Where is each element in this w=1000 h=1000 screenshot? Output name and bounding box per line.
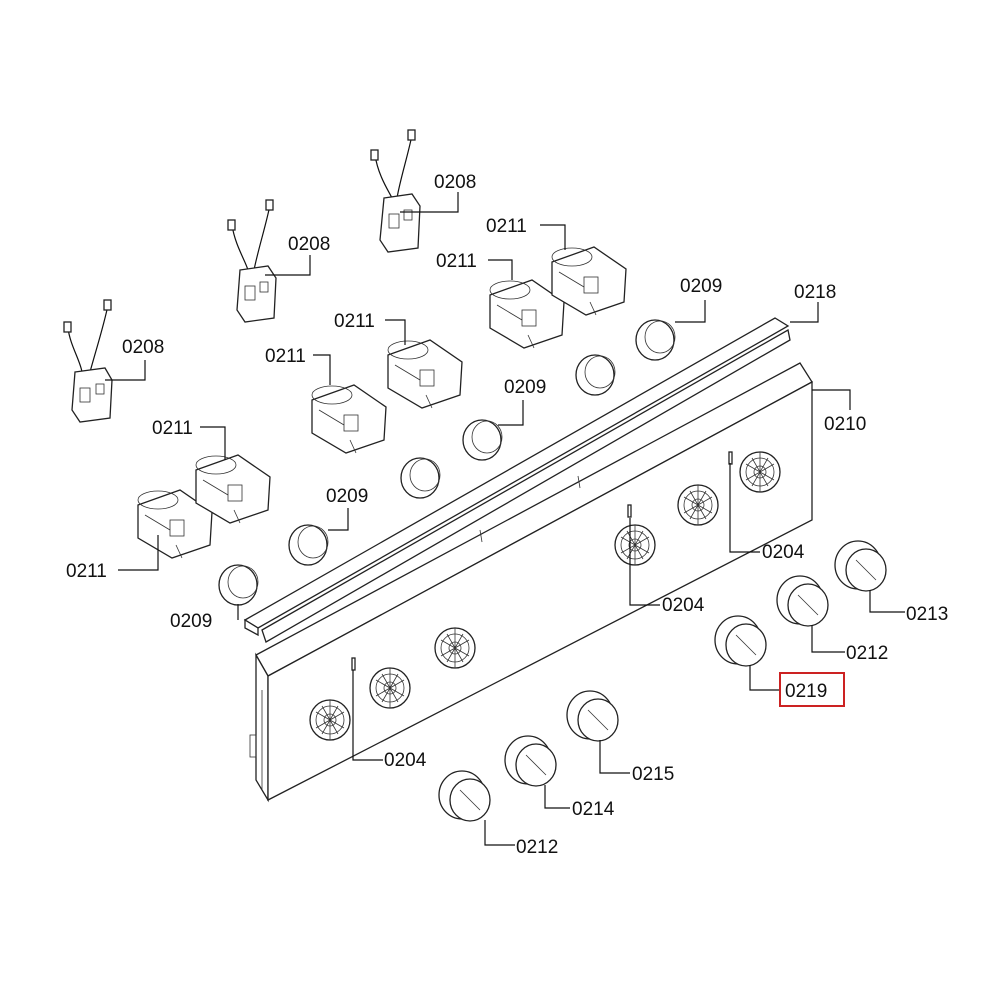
panel-dial: [434, 627, 476, 669]
knob-0212: [438, 770, 491, 822]
panel-dials: [309, 451, 781, 741]
label-0211-b: 0211: [436, 251, 477, 272]
label-0211-f: 0211: [66, 561, 107, 582]
knob-0213: [834, 540, 887, 592]
knob-0212: [776, 575, 829, 627]
knob-0219: [714, 615, 767, 667]
label-0208-top: 0208: [434, 172, 476, 193]
callout-leader-lines: [105, 192, 905, 846]
knob-0214: [504, 735, 557, 787]
ring-0209: [288, 524, 329, 566]
label-0212-a: 0212: [846, 643, 888, 664]
label-0211-a: 0211: [486, 216, 527, 237]
label-0218: 0218: [794, 282, 836, 303]
panel-dial: [614, 524, 656, 566]
ring-0209: [575, 354, 616, 396]
valve-housing-0211: [551, 246, 627, 316]
switch-0208-left: [63, 299, 113, 423]
valve-housing-0211: [137, 489, 213, 559]
label-0214: 0214: [572, 799, 615, 820]
panel-dial: [309, 699, 351, 741]
label-0211-d: 0211: [265, 346, 306, 367]
ring-0209: [218, 564, 259, 606]
label-0209-c: 0209: [326, 486, 368, 507]
label-0209-a: 0209: [680, 276, 722, 297]
knob-0215: [566, 690, 619, 742]
valve-housing-0211: [387, 339, 463, 409]
label-0211-e: 0211: [152, 418, 193, 439]
ring-0209: [635, 319, 676, 361]
label-0219: 0219: [785, 681, 827, 702]
trim-strip-0218: [243, 317, 791, 643]
label-0204-a: 0204: [762, 542, 805, 563]
ring-0209: [400, 457, 441, 499]
label-0204-b: 0204: [662, 595, 705, 616]
label-0215: 0215: [632, 764, 674, 785]
label-0210: 0210: [824, 414, 866, 435]
valve-housing-0211: [311, 384, 387, 454]
callout-labels: 0208 0208 0208 0211 0211 0211 0211 0211 …: [66, 172, 948, 858]
highlight-box-0219: [779, 672, 845, 707]
panel-dial: [677, 484, 719, 526]
panel-dial: [369, 667, 411, 709]
panel-dial: [739, 451, 781, 493]
label-0212-b: 0212: [516, 837, 558, 858]
label-0209-b: 0209: [504, 377, 546, 398]
ring-0209: [462, 419, 503, 461]
label-0211-c: 0211: [334, 311, 375, 332]
label-0213: 0213: [906, 604, 948, 625]
indicator-slots-0204: [351, 451, 733, 671]
label-0204-c: 0204: [384, 750, 427, 771]
label-0209-d: 0209: [170, 611, 212, 632]
label-0208-mid: 0208: [288, 234, 330, 255]
label-0208-left: 0208: [122, 337, 164, 358]
valve-housing-0211: [195, 454, 271, 524]
switch-0208-top: [370, 129, 421, 253]
valve-housing-0211: [489, 279, 565, 349]
switch-0208-mid: [227, 199, 277, 323]
